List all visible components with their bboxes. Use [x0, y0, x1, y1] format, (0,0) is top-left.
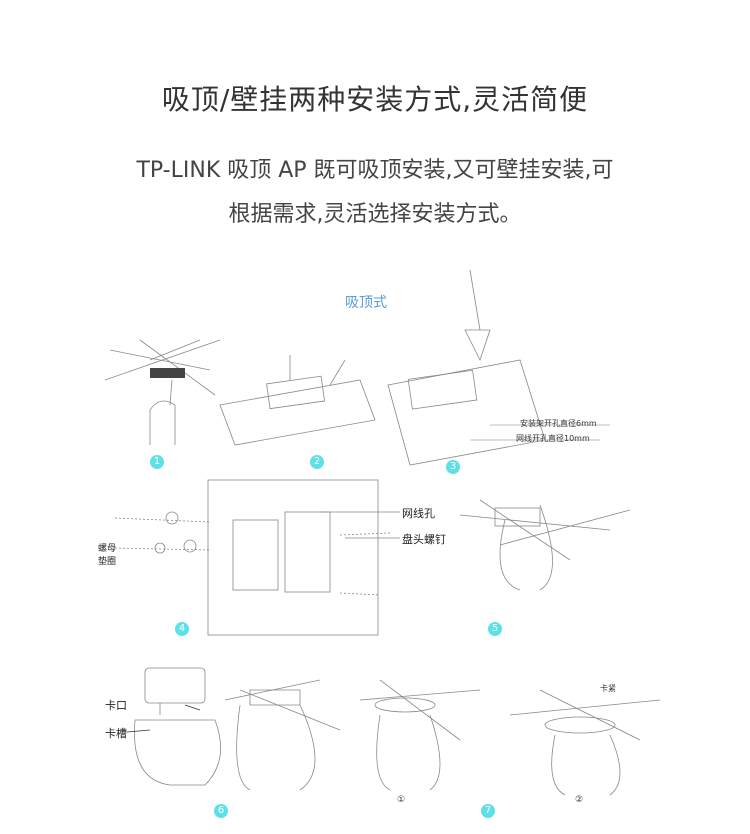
step7-note-label: 卡紧: [600, 684, 616, 693]
step2-illustration: [219, 355, 376, 446]
sub-step-1: ①: [397, 795, 406, 805]
page-title: 吸顶/壁挂两种安装方式,灵活简便: [161, 83, 589, 116]
step-4-badge: 4: [175, 622, 189, 636]
step-5-badge: 5: [488, 622, 502, 636]
bracket-hole-label: 安装架开孔直径6mm: [520, 419, 597, 428]
sub-step-2: ②: [575, 795, 584, 805]
clip-label: 卡口: [105, 699, 127, 712]
step5-illustration: [459, 499, 631, 591]
step-1-badge: 1: [150, 455, 164, 469]
step3-illustration: [387, 269, 610, 466]
step7-illustration: [359, 679, 661, 796]
screw-label: 盘头螺钉: [402, 533, 446, 546]
step1-illustration: [104, 339, 221, 445]
description-line-2: 根据需求,灵活选择安装方式。: [228, 202, 522, 227]
nut-label: 螺母: [98, 544, 117, 554]
description-line-1: TP-LINK 吸顶 AP 既可吸顶安装,又可壁挂安装,可: [136, 158, 614, 183]
step4-illustration: [114, 479, 400, 636]
step6-illustration: [134, 667, 341, 791]
step-6-badge: 6: [214, 804, 228, 818]
ceiling-mount-label: 吸顶式: [345, 295, 387, 311]
step-3-badge: 3: [446, 460, 460, 474]
cable-port-label: 网线孔: [402, 507, 435, 520]
step-2-badge: 2: [310, 455, 324, 469]
cable-hole-label: 网线开孔直径10mm: [516, 434, 590, 443]
washer-label: 垫圈: [98, 557, 117, 567]
slot-label: 卡槽: [105, 727, 127, 740]
step-7-badge: 7: [481, 804, 495, 818]
